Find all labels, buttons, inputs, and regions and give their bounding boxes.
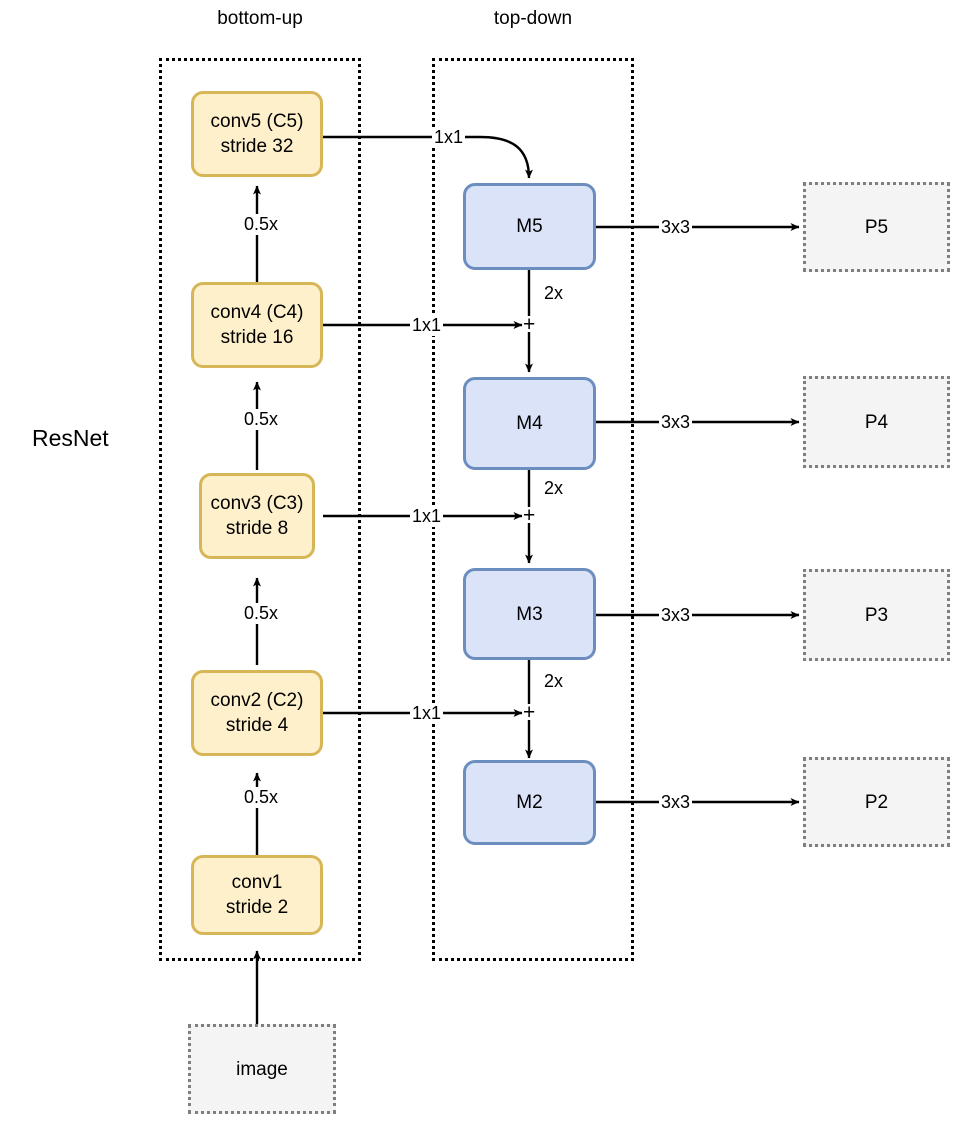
- node-conv1-line2: stride 2: [225, 897, 289, 918]
- node-p4[interactable]: P4: [803, 376, 950, 468]
- node-image[interactable]: image: [188, 1024, 336, 1114]
- resnet-label: ResNet: [32, 425, 109, 451]
- edge-label-head-p3: 3x3: [659, 605, 693, 626]
- edge-label-downsample-2: 0.5x: [231, 409, 291, 430]
- node-conv1[interactable]: conv1 stride 2: [191, 855, 323, 935]
- group-title-bottom-up: bottom-up: [217, 8, 303, 29]
- node-m4-label: M4: [516, 413, 543, 434]
- edge-label-lateral-c5: 1x1: [432, 127, 466, 148]
- node-p3-label: P3: [864, 604, 889, 626]
- node-conv3-line1: conv3 (C3): [210, 493, 304, 514]
- node-conv2-line1: conv2 (C2): [210, 690, 304, 711]
- edge-label-downsample-3: 0.5x: [231, 603, 291, 624]
- node-conv5[interactable]: conv5 (C5) stride 32: [191, 91, 323, 177]
- node-conv1-line1: conv1: [231, 872, 283, 893]
- node-m2-label: M2: [516, 792, 543, 813]
- node-conv5-line2: stride 32: [220, 136, 294, 157]
- merge-plus-c4: +: [523, 313, 536, 336]
- edge-label-head-p2: 3x3: [659, 792, 693, 813]
- merge-plus-c3: +: [523, 504, 536, 527]
- edge-label-upsample-1: 2x: [542, 283, 566, 304]
- node-conv3-line2: stride 8: [225, 518, 289, 539]
- node-conv2[interactable]: conv2 (C2) stride 4: [191, 670, 323, 756]
- node-p2[interactable]: P2: [803, 757, 950, 847]
- group-box-bottom-up: [159, 58, 361, 961]
- node-m3[interactable]: M3: [463, 568, 596, 660]
- node-m5[interactable]: M5: [463, 183, 596, 270]
- node-p5-label: P5: [864, 216, 889, 238]
- node-p4-label: P4: [864, 411, 889, 433]
- edge-label-downsample-1: 0.5x: [231, 214, 291, 235]
- node-m2[interactable]: M2: [463, 760, 596, 845]
- merge-plus-c2: +: [523, 701, 536, 724]
- group-title-top-down: top-down: [493, 8, 573, 29]
- node-p2-label: P2: [864, 791, 889, 813]
- edge-label-lateral-c4: 1x1: [410, 315, 444, 336]
- node-conv4-line1: conv4 (C4): [210, 302, 304, 323]
- node-m3-label: M3: [516, 603, 543, 625]
- edge-label-upsample-2: 2x: [542, 478, 566, 499]
- node-conv4-line2: stride 16: [220, 327, 294, 348]
- node-p5[interactable]: P5: [803, 182, 950, 272]
- edge-label-lateral-c2: 1x1: [410, 703, 444, 724]
- node-conv4[interactable]: conv4 (C4) stride 16: [191, 282, 323, 368]
- node-m4[interactable]: M4: [463, 377, 596, 470]
- node-conv5-line1: conv5 (C5): [210, 111, 304, 132]
- node-p3[interactable]: P3: [803, 569, 950, 661]
- node-conv3[interactable]: conv3 (C3) stride 8: [199, 473, 315, 559]
- node-m5-label: M5: [516, 216, 543, 237]
- edge-label-downsample-4: 0.5x: [231, 787, 291, 808]
- edge-label-upsample-3: 2x: [542, 671, 566, 692]
- node-conv2-line2: stride 4: [225, 715, 289, 736]
- edge-label-lateral-c3: 1x1: [410, 506, 444, 527]
- edge-label-head-p5: 3x3: [659, 217, 693, 238]
- node-image-label: image: [236, 1058, 288, 1080]
- edge-label-head-p4: 3x3: [659, 412, 693, 433]
